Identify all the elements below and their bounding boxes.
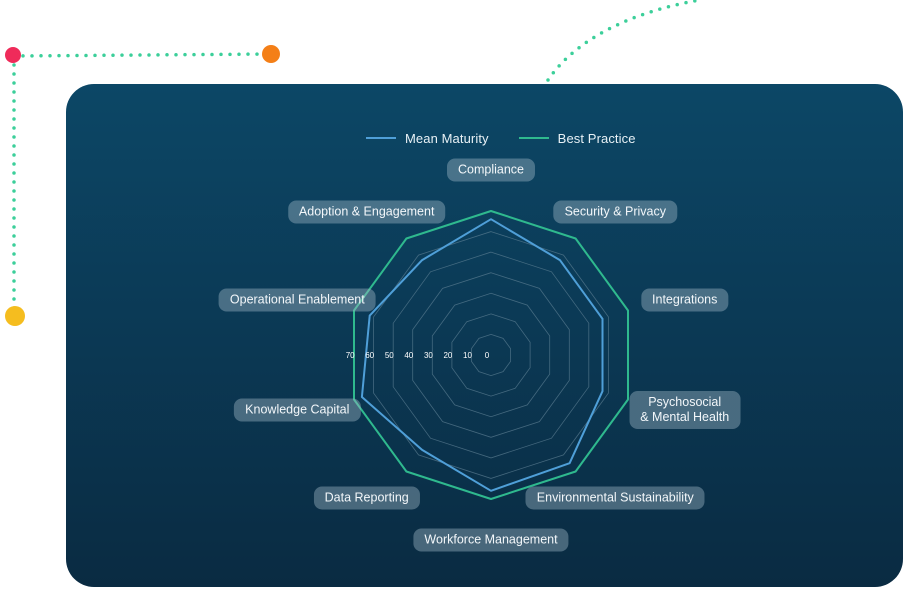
axis-label: Integrations	[641, 288, 729, 312]
series-best-practice	[353, 210, 629, 500]
grid-ring	[392, 251, 590, 459]
axis-label: Security & Privacy	[553, 200, 678, 224]
legend-swatch-best	[518, 137, 549, 139]
series-mean-maturity	[360, 218, 604, 492]
legend-label-best: Best Practice	[557, 130, 636, 146]
tick-label: 10	[463, 351, 472, 360]
tick-label: 40	[404, 351, 413, 360]
dotted-line-top	[12, 52, 272, 58]
grid-ring	[470, 333, 512, 377]
axis-label: Environmental Sustainability	[525, 486, 705, 510]
axis-label: Data Reporting	[313, 486, 420, 510]
axis-label: Knowledge Capital	[234, 398, 361, 422]
tick-label: 60	[365, 351, 374, 360]
legend-label-mean: Mean Maturity	[405, 130, 489, 146]
tick-label: 20	[443, 351, 452, 360]
dotted-curve-top-right	[546, 0, 702, 82]
dot-red	[5, 47, 21, 63]
axis-label: Operational Enablement	[218, 288, 376, 312]
tick-label: 0	[485, 351, 490, 360]
tick-label: 50	[385, 351, 394, 360]
chart-legend: Mean Maturity Best Practice	[366, 128, 636, 148]
axis-label: Workforce Management	[413, 528, 569, 551]
grid-ring	[431, 292, 551, 418]
dot-orange	[262, 45, 280, 63]
legend-item-best-practice[interactable]: Best Practice	[518, 130, 636, 146]
axis-label: Compliance	[446, 158, 536, 181]
chart-card: Mean Maturity Best Practice 70 60 50 40 30 20…	[66, 84, 903, 587]
axis-label: Psychosocial & Mental Health	[629, 390, 741, 429]
tick-label: 30	[424, 351, 433, 360]
grid-ring	[451, 313, 531, 397]
tick-label: 70	[346, 351, 355, 360]
radar-chart: 70 60 50 40 30 20 10 0	[346, 210, 629, 500]
legend-item-mean-maturity[interactable]: Mean Maturity	[366, 131, 489, 146]
dot-yellow	[5, 306, 25, 326]
legend-swatch-mean	[366, 137, 396, 139]
axis-label: Adoption & Engagement	[287, 200, 446, 224]
grid-ring	[412, 272, 570, 438]
